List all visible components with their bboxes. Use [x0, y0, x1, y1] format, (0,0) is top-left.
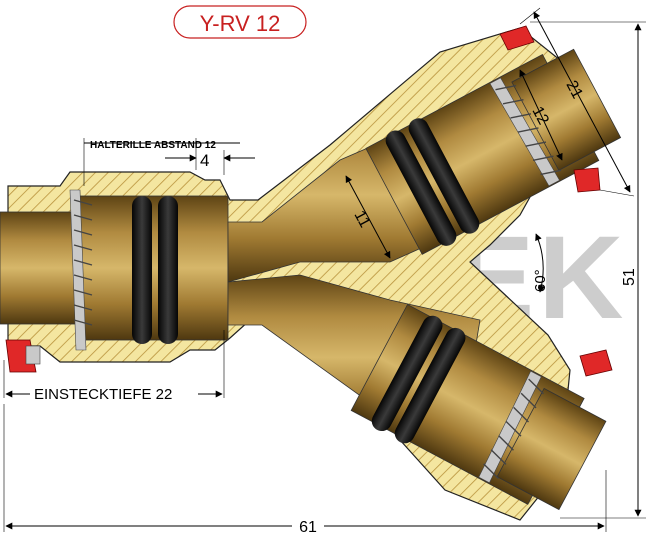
left-o-rings	[132, 196, 178, 344]
groove-spacing-label: HALTERILLE ABSTAND 12	[90, 140, 216, 151]
angle-dimension: 60°	[532, 233, 549, 293]
lower-collet	[478, 370, 545, 484]
lower-o-rings	[371, 315, 466, 444]
insertion-depth-dimension: EINSTECKTIEFE 22	[3, 330, 225, 403]
groove-spacing-dimension: HALTERILLE ABSTAND 12 4	[83, 138, 255, 186]
angle-value: 60°	[532, 269, 549, 292]
title: Y-RV 12	[200, 11, 281, 36]
height-dimension: 51	[530, 21, 646, 519]
groove-gap-dimension: 4	[200, 151, 209, 170]
tube-outer-value: 21	[562, 78, 585, 102]
height-value: 51	[621, 268, 638, 286]
left-collet	[69, 189, 93, 351]
upper-release-clip-bottom	[573, 167, 601, 193]
lower-port	[350, 303, 607, 511]
tube-dimensions: 12 21	[519, 7, 635, 197]
upper-o-rings	[385, 118, 480, 246]
inner-bore-value: 11	[350, 208, 373, 231]
insertion-depth-label: EINSTECKTIEFE 22	[34, 386, 172, 403]
title-badge: Y-RV 12	[173, 5, 307, 39]
left-release-clip	[5, 339, 41, 373]
lower-release-clip	[579, 349, 613, 377]
inner-bore-dimension: 11	[345, 175, 391, 259]
length-dimension: 61	[3, 404, 607, 536]
length-value: 61	[299, 519, 317, 536]
